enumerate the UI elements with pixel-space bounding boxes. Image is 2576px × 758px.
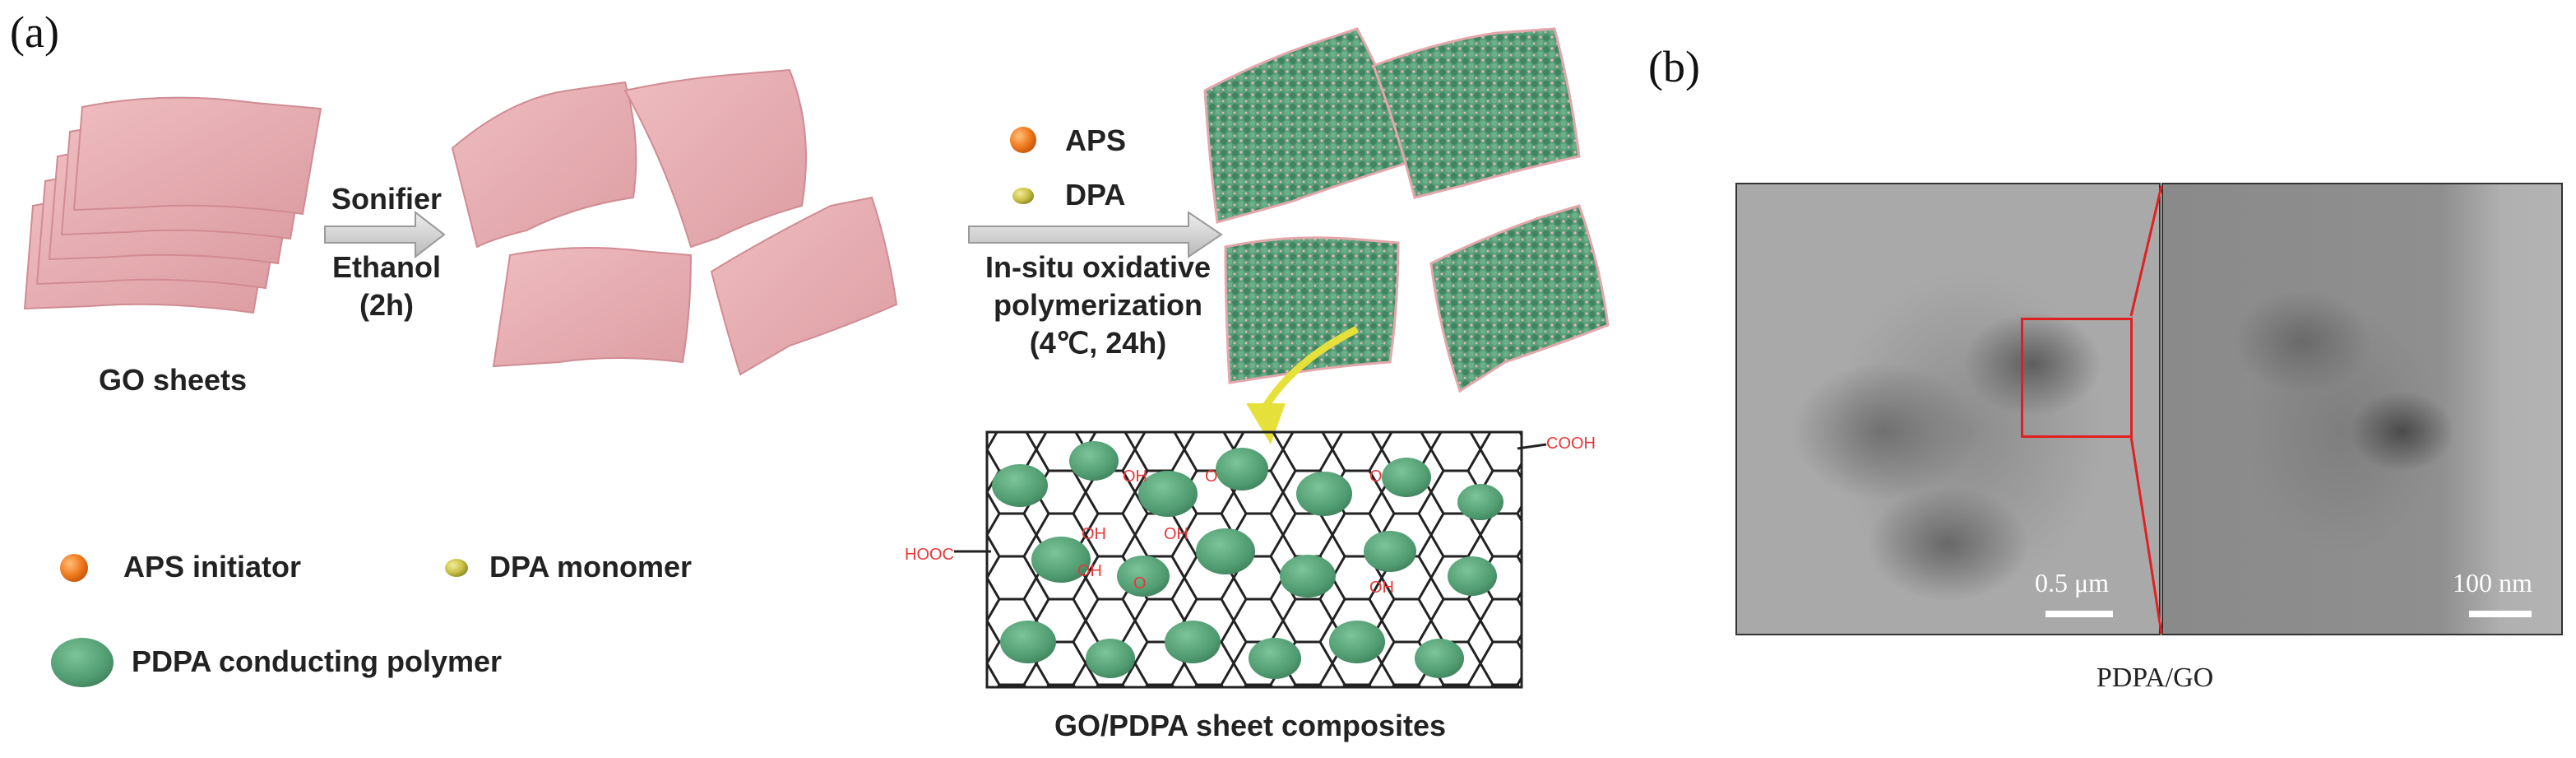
dpa-ball-icon [1012, 188, 1034, 204]
legend-aps-icon [60, 554, 88, 582]
panel-a-letter: (a) [10, 7, 59, 57]
tem-image-right: 100 nm [2161, 183, 2563, 635]
tem-image-left: 0.5 μm [1735, 183, 2161, 635]
yellow-zoom-arrow [1246, 325, 1360, 444]
step1-ethanol-label: Ethanol [332, 250, 441, 284]
coated-sheets [1203, 27, 1610, 393]
scale-label-left: 0.5 μm [2035, 568, 2110, 598]
arrow-polymerization [968, 211, 1223, 258]
legend-aps-label: APS initiator [123, 550, 302, 584]
panel-b-letter: (b) [1648, 42, 1700, 91]
go-sheet-stack [23, 96, 322, 314]
step1-sonifier-label: Sonifier [331, 182, 442, 216]
step2-line2-label: polymerization [993, 288, 1203, 322]
oh-label-2: OH [1082, 525, 1106, 543]
reagent-aps-label: APS [1065, 123, 1127, 157]
tem-left-zoom-box [2021, 318, 2133, 438]
legend-pdpa-label: PDPA conducting polymer [132, 644, 503, 678]
hooc-label: HOOC [905, 546, 954, 564]
legend-dpa-icon [445, 559, 468, 577]
reagent-dpa-label: DPA [1065, 178, 1126, 212]
o-label-1: O [1205, 467, 1218, 486]
scale-bar-right [2469, 611, 2532, 617]
arrow-sonication [324, 210, 446, 259]
go-hexagon-lattice [954, 430, 1547, 689]
composite-caption: GO/PDPA sheet composites [1054, 709, 1447, 742]
oh-label-3: OH [1164, 525, 1188, 543]
oh-label-1: OH [1123, 467, 1147, 486]
step2-line1-label: In-situ oxidative [985, 250, 1212, 284]
legend-pdpa-icon [51, 638, 114, 687]
oh-label-4: OH [1077, 562, 1102, 580]
oh-label-5: OH [1369, 579, 1394, 597]
step2-line3-label: (4℃, 24h) [1029, 326, 1167, 360]
legend-dpa-label: DPA monomer [489, 550, 693, 584]
step1-time-label: (2h) [359, 288, 414, 322]
cooh-label: COOH [1546, 435, 1596, 453]
scale-label-right: 100 nm [2453, 568, 2532, 598]
go-sheets-label: GO sheets [98, 363, 248, 397]
o-label-2: O [1369, 467, 1383, 486]
o-label-3: O [1133, 574, 1147, 593]
scale-bar-left [2046, 611, 2113, 617]
aps-ball-icon [1010, 127, 1036, 153]
panel-b-caption: PDPA/GO [2096, 663, 2214, 693]
exfoliated-sheets [451, 68, 898, 376]
